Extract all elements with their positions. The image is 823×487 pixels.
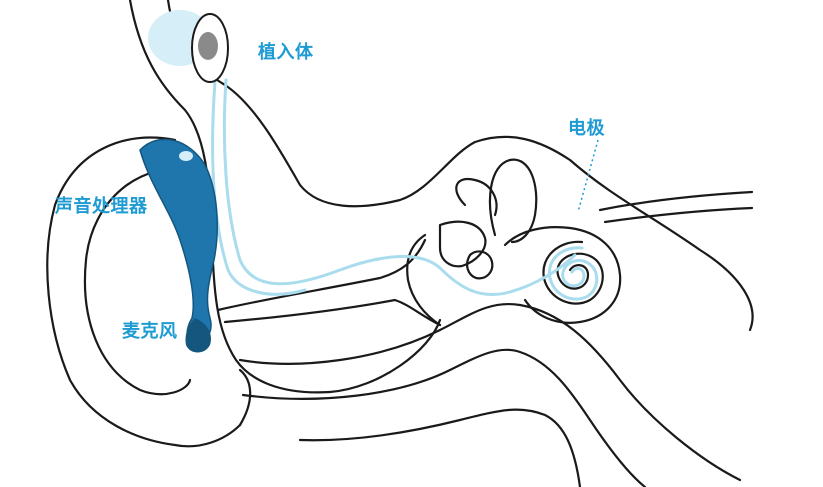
eardrum — [406, 233, 442, 327]
electrode-wire — [222, 78, 577, 296]
pinna-outer-outline — [46, 136, 242, 448]
ear-canal-upper — [216, 238, 427, 312]
electrode-wire-inner — [211, 80, 307, 296]
lower-tissue-2 — [241, 348, 647, 487]
skull-outline-right — [166, 0, 754, 332]
implant-label: 植入体 — [258, 42, 314, 63]
sound-processor-icon — [139, 138, 218, 353]
pinna-lobe — [238, 368, 252, 427]
pinna-inner-fold — [83, 167, 197, 396]
sound-processor-label: 声音处理器 — [55, 196, 148, 217]
electrode-label: 电极 — [568, 118, 605, 139]
implant-coil-icon — [148, 10, 229, 83]
ear-canal-lower — [223, 298, 442, 327]
auditory-nerve-lower — [603, 206, 754, 224]
skull-outline-left — [128, 0, 442, 394]
microphone-label: 麦克风 — [122, 321, 178, 342]
ossicle-incus — [466, 250, 494, 280]
vestibule — [503, 226, 622, 324]
semicircular-canal-2 — [455, 177, 498, 217]
ossicle-malleus — [438, 220, 487, 268]
lower-tissue-1 — [238, 302, 742, 482]
lower-tissue-3 — [298, 408, 582, 487]
auditory-nerve — [598, 190, 754, 212]
